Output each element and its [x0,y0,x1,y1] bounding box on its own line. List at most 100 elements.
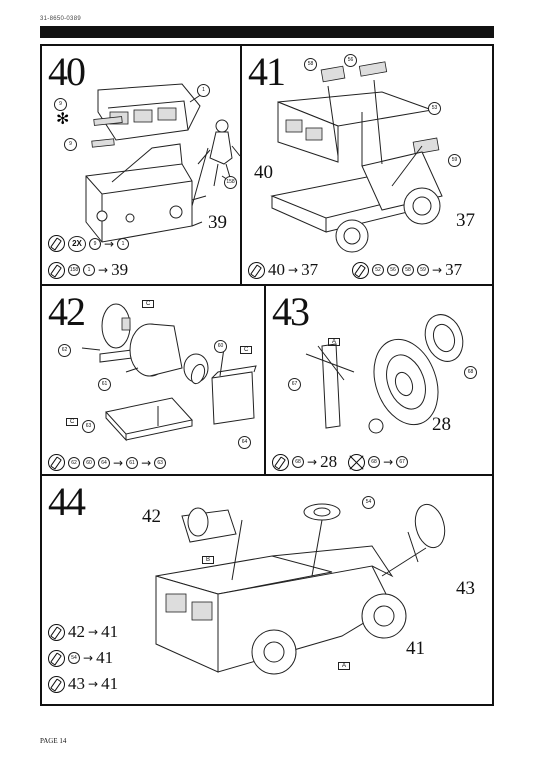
part-ref: 43 [68,674,85,693]
part-label: 68 [464,366,477,379]
part-ref: 61 [126,456,139,469]
step-40-panel: 40 ✻ 1 9 9 158 39 2X 9 → 1 158 1 → [40,44,242,286]
step-number: 42 [48,289,86,334]
part-label: 53 [428,102,441,115]
ref-28: 28 [432,414,451,435]
arrow-icon: → [113,455,124,470]
decal-c-label: C [66,418,79,426]
part-ref: 68 [368,456,381,468]
part-label: 56 [344,54,357,67]
glue-icon [272,453,289,471]
decal-a-label: A [328,338,341,346]
step-40-instruction-2: 158 1 → 39 [48,260,128,280]
part-label: 54 [362,496,375,509]
part-ref: 56 [387,264,399,276]
part-ref: 158 [68,264,80,276]
part-label: 158 [224,176,237,189]
part-ref: 64 [98,456,110,469]
decal-a-label: A [338,662,351,670]
arrow-icon: → [288,263,299,277]
glue-icon [48,675,65,693]
step-42-illustration [81,303,257,442]
multiplier-badge: 2X [68,235,86,252]
arrow-icon: → [383,455,394,469]
glue-icon [352,261,369,279]
part-label: 58 [304,58,317,71]
part-label: 9 [64,138,77,151]
step-41-illustration [270,61,443,253]
no-glue-icon [348,453,366,471]
arrow-icon: → [104,236,115,251]
step-41-instruction-1: 40 → 37 [248,260,318,280]
part-ref: 40 [268,260,285,279]
step-41-instruction-2: 52 56 58 59 → 37 [352,260,462,280]
decal-c-label: C [142,300,155,308]
result-ref: 28 [320,452,338,471]
part-ref: 62 [68,456,80,469]
part-label: 61 [98,378,111,391]
svg-text:✻: ✻ [56,109,69,128]
part-ref: 58 [402,264,414,276]
part-ref: 67 [396,456,409,468]
ref-39: 39 [208,212,227,233]
part-ref: 68 [292,456,304,468]
step-44-instruction-2: 54 → 41 [48,648,113,668]
result-ref: 37 [301,260,319,279]
decal-b-label: B [202,556,215,564]
step-41-panel: 41 58 56 53 59 40 37 40 → 37 52 56 58 59… [240,44,494,286]
part-ref: 60 [83,456,95,469]
result-ref: 41 [96,648,114,667]
glue-icon [48,649,65,667]
decal-c-label: C [240,346,253,354]
arrow-icon: → [432,263,443,277]
kit-code: 31-8650-0389 [40,16,81,22]
part-ref: 59 [417,264,429,276]
step-44-panel: 44 54 B A 42 43 41 42 → 41 54 → 41 43 → … [40,474,494,706]
glue-icon [48,454,65,471]
step-number: 44 [48,479,86,524]
result-ref: 41 [101,674,119,693]
glue-icon [48,261,65,279]
arrow-icon: → [98,263,109,277]
header-bar [40,26,494,38]
result-ref: 37 [445,260,463,279]
arrow-icon: → [88,677,99,691]
arrow-icon: → [83,651,94,665]
result-ref: 39 [111,260,129,279]
step-44-illustration [155,503,446,675]
step-42-instruction: 62 60 64 → 61 → 63 [48,454,167,471]
step-44-instruction-1: 42 → 41 [48,622,118,642]
result-ref: 41 [101,622,119,641]
glue-icon [48,623,65,641]
step-43-instruction: 68 → 28 68 → 67 [272,452,409,472]
part-label: 60 [214,340,227,353]
step-number: 41 [248,49,286,94]
part-ref: 54 [68,652,80,664]
ref-41: 41 [406,638,425,659]
part-ref: 52 [372,264,384,276]
ref-43: 43 [456,578,475,599]
part-ref: 1 [117,237,130,250]
ref-37: 37 [456,210,475,231]
ref-40: 40 [254,162,273,183]
page-number: PAGE 14 [40,737,67,745]
part-label: 59 [448,154,461,167]
step-42-panel: 42 62 61 60 63 64 C C C 62 60 64 → 61 → … [40,284,266,476]
part-label: 64 [238,436,251,449]
arrow-icon: → [307,455,318,469]
part-ref: 1 [83,264,95,276]
part-label: 9 [54,98,67,111]
step-number: 43 [272,289,310,334]
arrow-icon: → [141,455,152,470]
part-label: 67 [288,378,301,391]
part-ref: 63 [154,456,167,469]
step-43-illustration [305,314,464,434]
part-label: 63 [82,420,95,433]
step-40-illustration: ✻ [56,83,240,243]
part-label: 62 [58,344,71,357]
glue-icon [248,261,265,279]
step-40-instruction-1: 2X 9 → 1 [48,235,130,252]
step-43-panel: 43 67 68 A 28 68 → 28 68 → 67 [264,284,494,476]
arrow-icon: → [88,625,99,639]
step-44-instruction-3: 43 → 41 [48,674,118,694]
